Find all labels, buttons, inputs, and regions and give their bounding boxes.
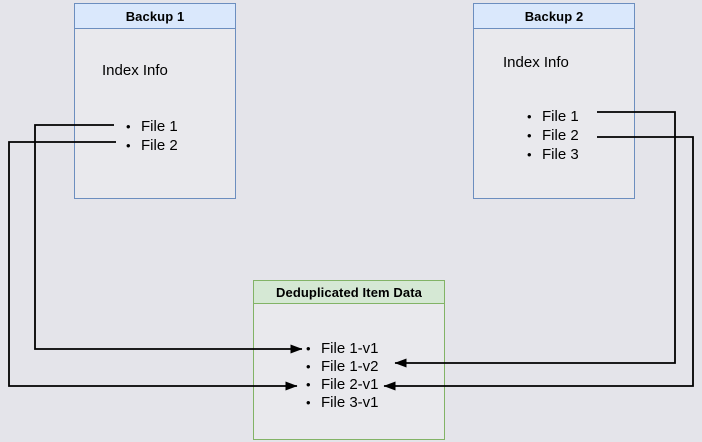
list-item: • File 2-v1 (306, 376, 379, 394)
item-label: File 2-v1 (321, 376, 379, 393)
item-label: File 1 (141, 118, 178, 135)
item-label: File 2 (141, 137, 178, 154)
node-deduplicated-item-data: Deduplicated Item Data • File 1-v1 • File 1… (253, 280, 445, 440)
item-label: File 1 (542, 108, 579, 125)
item-label: File 1-v2 (321, 358, 379, 375)
list-item: • File 3-v1 (306, 394, 379, 412)
node-backup-1: Backup 1 Index Info • File 1 • File 2 (74, 3, 236, 199)
list-item: • File 2 (527, 126, 579, 145)
bullet-icon: • (306, 359, 311, 374)
item-label: File 1-v1 (321, 340, 379, 357)
list-item: • File 3 (527, 145, 579, 164)
node-deduplicated-item-data-file-list: • File 1-v1 • File 1-v2 • File 2-v1 • File 3-v1 (306, 340, 379, 412)
node-backup-1-file-list: • File 1 • File 2 (126, 117, 178, 155)
bullet-icon: • (126, 138, 131, 153)
node-backup-1-subtitle: Index Info (102, 62, 168, 79)
item-label: File 2 (542, 127, 579, 144)
node-backup-2: Backup 2 Index Info • File 1 • File 2 • File … (473, 3, 635, 199)
bullet-icon: • (527, 128, 532, 143)
node-backup-1-title: Backup 1 (75, 4, 235, 29)
list-item: • File 1-v2 (306, 358, 379, 376)
list-item: • File 1 (527, 107, 579, 126)
node-backup-2-title: Backup 2 (474, 4, 634, 29)
list-item: • File 1 (126, 117, 178, 136)
bullet-icon: • (527, 147, 532, 162)
item-label: File 3 (542, 146, 579, 163)
node-backup-2-file-list: • File 1 • File 2 • File 3 (527, 107, 579, 164)
node-backup-2-subtitle: Index Info (503, 54, 569, 71)
node-deduplicated-item-data-title: Deduplicated Item Data (254, 281, 444, 304)
list-item: • File 2 (126, 136, 178, 155)
item-label: File 3-v1 (321, 394, 379, 411)
bullet-icon: • (527, 109, 532, 124)
list-item: • File 1-v1 (306, 340, 379, 358)
bullet-icon: • (306, 377, 311, 392)
bullet-icon: • (126, 119, 131, 134)
bullet-icon: • (306, 341, 311, 356)
bullet-icon: • (306, 395, 311, 410)
